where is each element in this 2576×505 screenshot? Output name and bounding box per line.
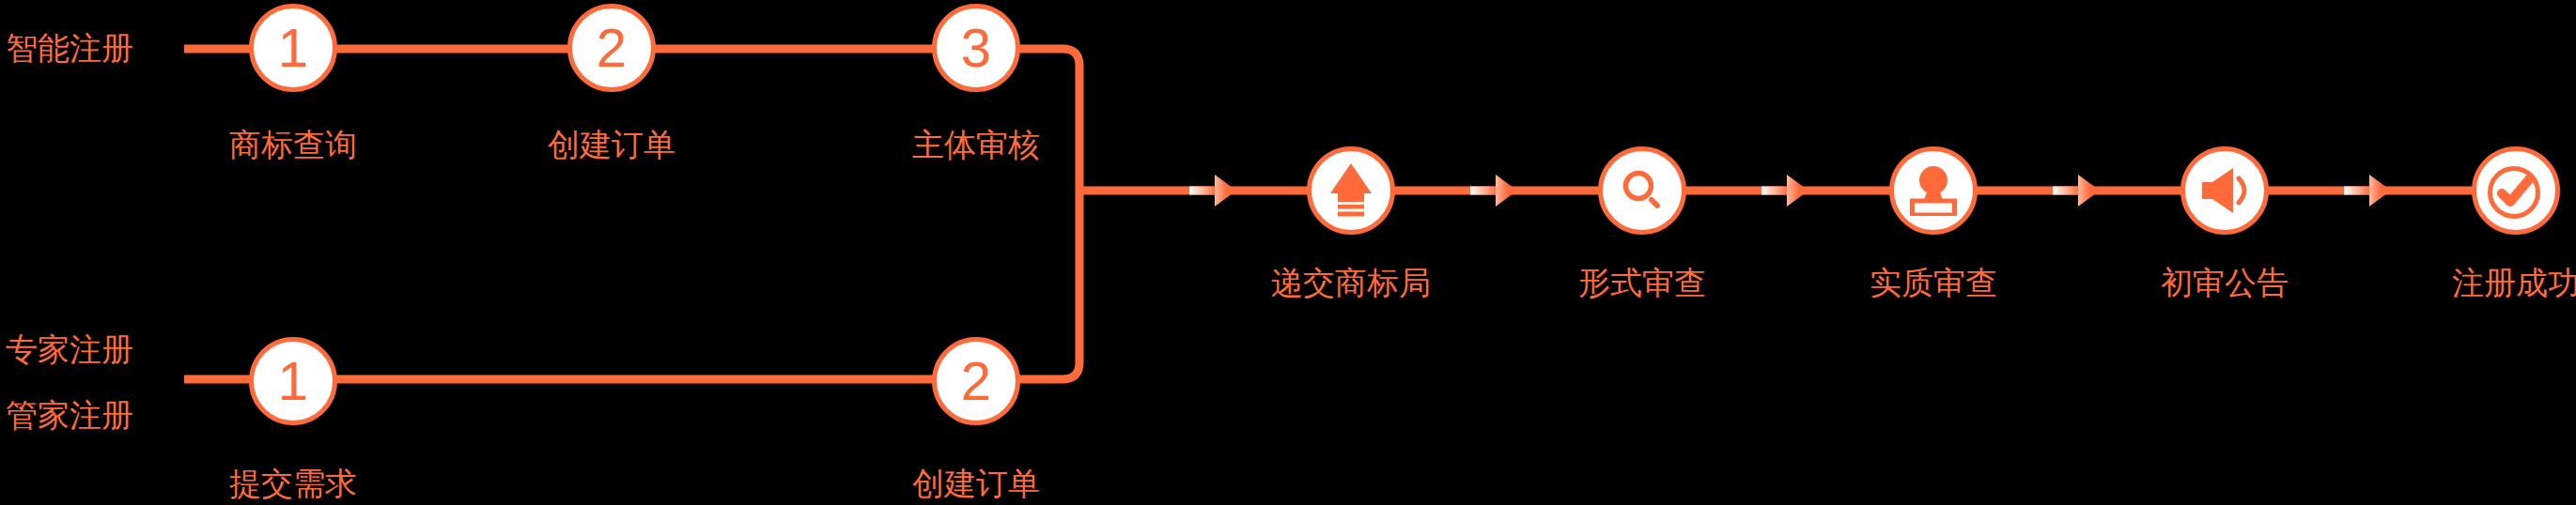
step-label: 创建订单 [548, 124, 675, 167]
step-number: 2 [961, 354, 991, 408]
speaker-icon [2200, 166, 2249, 215]
step-node [1598, 146, 1686, 235]
step-label: 提交需求 [229, 463, 357, 505]
step-number: 2 [597, 21, 627, 75]
arrow-icon [1189, 175, 1236, 207]
expert-track-label: 专家注册 [6, 329, 133, 372]
step-node: 1 [249, 4, 337, 92]
step-number: 1 [278, 21, 308, 75]
step-label: 形式审查 [1578, 262, 1706, 305]
step-node: 2 [567, 4, 656, 92]
step-node [1307, 146, 1395, 235]
step-label: 实质审查 [1870, 262, 1997, 305]
arrow-icon [1761, 175, 1808, 207]
step-node: 2 [932, 337, 1020, 425]
arrow-icon [2344, 175, 2391, 207]
arrow-icon [2053, 175, 2100, 207]
smart-track-label: 智能注册 [6, 27, 133, 70]
butler-track-label: 管家注册 [6, 394, 133, 437]
step-node [1889, 146, 1978, 235]
step-number: 3 [961, 21, 991, 75]
stamp-icon [1910, 165, 1957, 216]
step-node [2180, 146, 2269, 235]
step-label: 递交商标局 [1271, 262, 1431, 305]
search-icon [1621, 169, 1664, 212]
step-label: 主体审核 [912, 124, 1040, 167]
check-circle-icon [2487, 161, 2545, 220]
step-node: 3 [932, 4, 1020, 92]
step-label: 商标查询 [229, 124, 357, 167]
upload-icon [1330, 163, 1372, 218]
step-node: 1 [249, 337, 337, 425]
step-number: 1 [278, 354, 308, 408]
arrow-icon [1470, 175, 1517, 207]
step-label: 创建订单 [912, 463, 1040, 505]
step-label: 初审公告 [2161, 262, 2289, 305]
step-label: 注册成功 [2452, 262, 2576, 305]
step-node [2472, 146, 2560, 235]
track-connector-line [184, 49, 1079, 379]
